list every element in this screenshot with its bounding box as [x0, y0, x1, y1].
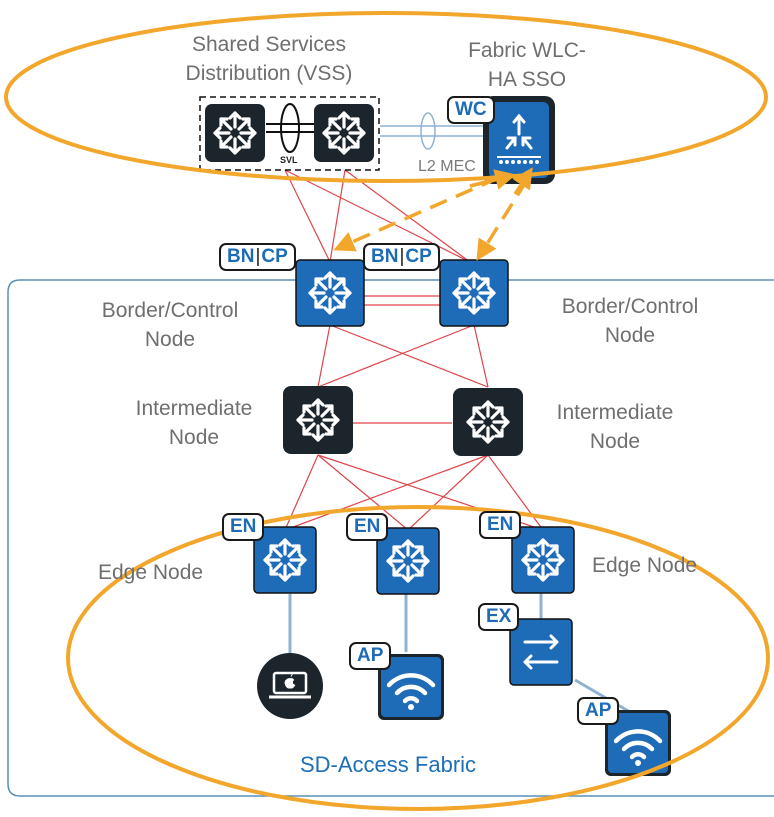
- en-tag-1: EN: [222, 513, 265, 541]
- sd-access-fabric-label: SD-Access Fabric: [300, 752, 477, 777]
- bn-tag-text: BN: [371, 246, 399, 267]
- intermediate-node-left-label: Intermediate Node: [135, 397, 253, 449]
- edge-node-3: [511, 526, 575, 594]
- vss-group-box: [199, 96, 380, 171]
- ap-tag-1: AP: [349, 642, 392, 670]
- access-point-2: [605, 710, 671, 776]
- bn-cp-tag-right: BN|CP: [363, 243, 440, 271]
- ex-tag: EX: [478, 603, 520, 631]
- edge-node-left-label: Edge Node: [98, 561, 204, 584]
- bn-cp-tag-left: BN|CP: [219, 243, 296, 271]
- cp-tag-text: CP: [405, 246, 432, 267]
- shared-services-label: Shared Services Distribution (VSS): [185, 33, 353, 85]
- wc-tag: WC: [447, 96, 495, 124]
- border-node-left-label: Border/Control Node: [101, 299, 239, 351]
- svl-label: SVL: [280, 155, 298, 165]
- vss-switch-left: [205, 104, 265, 162]
- edge-node-1: [253, 526, 317, 594]
- sd-access-fabric-ellipse: [66, 505, 770, 811]
- fabric-wlc: [483, 96, 555, 184]
- border-node-left: [295, 259, 365, 327]
- edge-node-right-label: Edge Node: [592, 554, 698, 577]
- intermediate-node-left: [283, 386, 353, 454]
- shared-services-ellipse: [4, 11, 768, 183]
- apple-laptop-icon: [257, 653, 323, 719]
- fabric-boundary: [7, 279, 774, 797]
- mec-bundle-ring: [420, 112, 436, 150]
- wlc-to-cp-arrow-left: [333, 176, 499, 252]
- bn-tag-text: BN: [227, 246, 255, 267]
- vss-switch-right: [314, 104, 374, 162]
- fabric-wlc-label: Fabric WLC- HA SSO: [468, 39, 586, 91]
- edge-node-2: [376, 527, 440, 595]
- physical-links: [284, 169, 544, 531]
- border-node-right: [439, 259, 509, 327]
- intermediate-node-right: [453, 388, 523, 456]
- wlc-to-cp-arrow-right: [476, 179, 529, 261]
- en-tag-3: EN: [479, 511, 522, 539]
- ap-tag-2: AP: [577, 697, 620, 725]
- intermediate-node-right-label: Intermediate Node: [556, 401, 674, 453]
- extended-node-switch: [509, 618, 573, 686]
- access-point-1: [378, 654, 444, 720]
- svl-link-ring: [280, 103, 300, 153]
- en-tag-2: EN: [346, 513, 389, 541]
- l2-mec-label: L2 MEC: [418, 158, 476, 176]
- border-node-right-label: Border/Control Node: [561, 295, 699, 347]
- cp-tag-text: CP: [261, 246, 288, 267]
